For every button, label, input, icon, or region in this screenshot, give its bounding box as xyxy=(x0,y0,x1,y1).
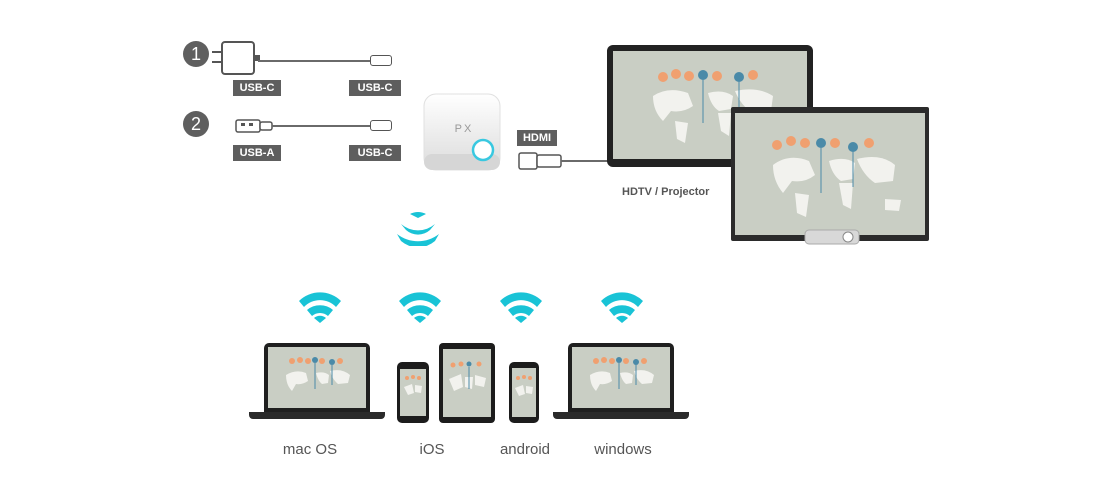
world-map-image xyxy=(590,357,654,391)
wifi-icon xyxy=(601,292,643,323)
usb-c-plug-2 xyxy=(370,120,392,131)
usb-a-plug-icon xyxy=(235,119,273,133)
wifi-icon xyxy=(299,292,341,323)
projector-screen xyxy=(735,113,925,235)
android-phone-icon xyxy=(509,362,539,423)
platform-label-windows: windows xyxy=(594,441,652,458)
usb-a-label: USB-A xyxy=(233,145,281,161)
windows-screen xyxy=(572,347,670,408)
display-label: HDTV / Projector xyxy=(622,186,710,198)
power-adapter-icon xyxy=(212,41,260,75)
platform-label-ios: iOS xyxy=(419,441,445,458)
usb-c-plug-1 xyxy=(370,55,392,66)
android-screen xyxy=(512,368,536,417)
hdmi-plug-icon xyxy=(518,152,562,170)
hdmi-cable xyxy=(561,160,613,162)
iphone-icon xyxy=(397,362,429,423)
device-logo: PX xyxy=(454,123,474,135)
iphone-screen xyxy=(400,369,426,416)
projector-icon xyxy=(804,229,860,245)
ipad-icon xyxy=(439,343,495,423)
mac-laptop-base xyxy=(249,412,385,419)
usb-c-label-left: USB-C xyxy=(233,80,281,96)
windows-laptop-icon xyxy=(568,343,674,412)
mac-screen xyxy=(268,347,366,408)
receiver-device-icon xyxy=(423,93,501,171)
world-map-image xyxy=(286,357,350,391)
usb-c-label-right-2: USB-C xyxy=(349,145,401,161)
platform-label-android: android xyxy=(499,441,551,458)
world-map-image xyxy=(772,136,901,217)
usb-c-cable-1 xyxy=(258,60,370,62)
step-1-badge: 1 xyxy=(183,41,209,67)
wifi-icon xyxy=(500,292,542,323)
world-map-image xyxy=(515,375,533,396)
usb-c-label-right-1: USB-C xyxy=(349,80,401,96)
world-map-image xyxy=(404,375,422,395)
usb-a-cable xyxy=(272,125,370,127)
mac-laptop-icon xyxy=(264,343,370,412)
ipad-screen xyxy=(443,349,491,417)
hdmi-label: HDMI xyxy=(517,130,557,146)
wifi-icon xyxy=(399,292,441,323)
world-map-image xyxy=(449,361,486,391)
step-2-badge: 2 xyxy=(183,111,209,137)
wifi-broadcast-icon xyxy=(397,212,439,246)
projector-screen-frame xyxy=(731,107,929,241)
platform-label-macos: mac OS xyxy=(282,441,338,458)
windows-laptop-base xyxy=(553,412,689,419)
